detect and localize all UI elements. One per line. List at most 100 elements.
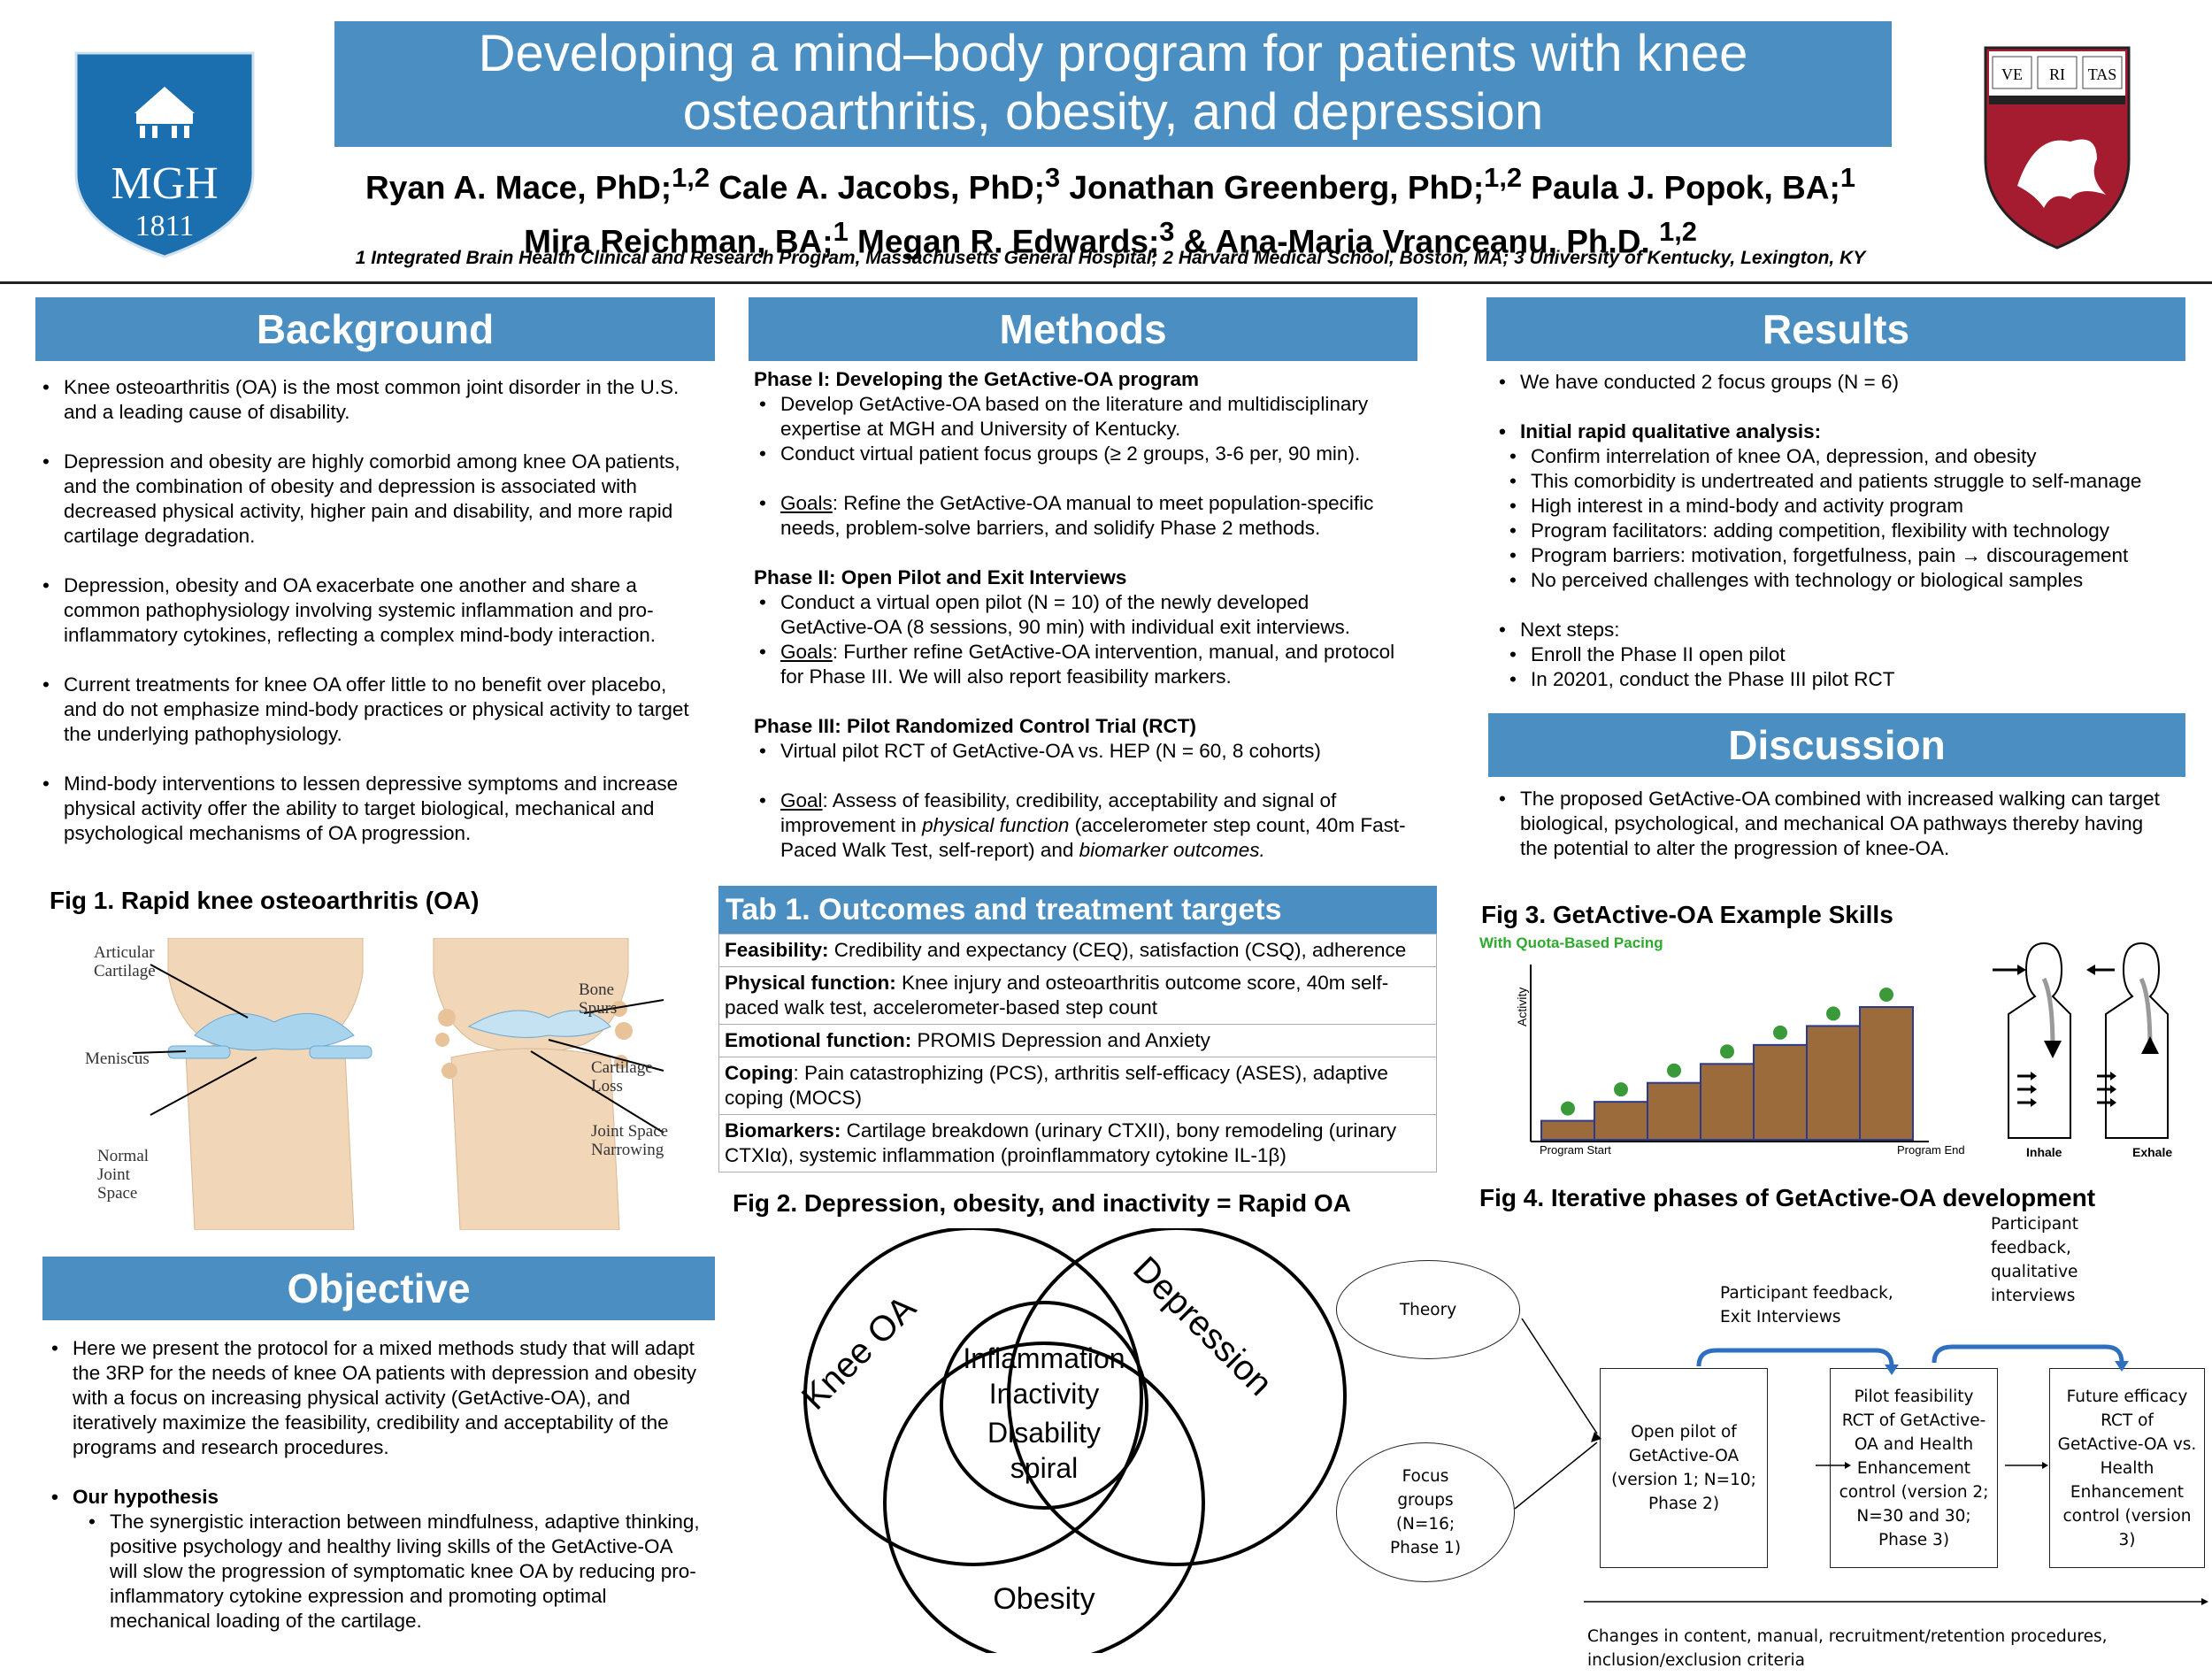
discussion-text: The proposed GetActive-OA combined with … — [1499, 787, 2166, 861]
phase1-goal: Goals: Refine the GetActive-OA manual to… — [759, 491, 1407, 541]
focus-groups-node: Focus groups (N=16; Phase 1) — [1336, 1442, 1515, 1582]
mgh-logo: MGH 1811 — [73, 50, 257, 260]
svg-text:MGH: MGH — [111, 158, 218, 209]
objective-text: Here we present the protocol for a mixed… — [51, 1336, 701, 1460]
methods-section: Phase I: Developing the GetActive-OA pro… — [754, 367, 1407, 863]
svg-text:TAS: TAS — [2088, 65, 2117, 83]
results-section: We have conducted 2 focus groups (N = 6)… — [1494, 370, 2184, 692]
chart-ylabel: Activity — [1515, 987, 1529, 1026]
background-bullet: Knee osteoarthritis (OA) is the most com… — [42, 375, 692, 425]
poster-title: Developing a mind–body program for patie… — [334, 21, 1892, 147]
feedback-label-1: Participant feedback, Exit Interviews — [1720, 1284, 1893, 1326]
chart-x-end: Program End — [1897, 1143, 1965, 1157]
objective-section: Here we present the protocol for a mixed… — [46, 1336, 701, 1634]
background-section: Knee osteoarthritis (OA) is the most com… — [37, 375, 692, 871]
feedback-label-2: Participant feedback, qualitative interv… — [1991, 1215, 2079, 1305]
pilot-rct-box: Pilot feasibility RCT of GetActive-OA an… — [1830, 1368, 1998, 1568]
svg-text:spiral: spiral — [1010, 1452, 1078, 1484]
exhale-label: Exhale — [2132, 1145, 2173, 1159]
fig3-title: Fig 3. GetActive-OA Example Skills — [1481, 901, 1893, 928]
inhale-label: Inhale — [2026, 1145, 2062, 1159]
phase1-title: Phase I: Developing the GetActive-OA pro… — [754, 368, 1200, 390]
results-sub-bullet: No perceived challenges with technology … — [1509, 568, 2184, 593]
hypothesis-label: Our hypothesis — [51, 1485, 701, 1510]
pacing-step — [1753, 1043, 1808, 1141]
fig4-title: Fig 4. Iterative phases of GetActive-OA … — [1479, 1184, 2096, 1211]
pacing-step — [1700, 1063, 1755, 1141]
header-divider — [0, 281, 2212, 284]
methods-heading: Methods — [749, 297, 1417, 361]
background-bullet: Current treatments for knee OA offer lit… — [42, 673, 692, 747]
open-pilot-box: Open pilot of GetActive-OA (version 1; N… — [1600, 1368, 1768, 1568]
phase3-goal: Goal: Assess of feasibility, credibility… — [759, 788, 1407, 863]
results-sub-bullet: This comorbidity is undertreated and pat… — [1509, 469, 2184, 494]
phase3-title: Phase III: Pilot Randomized Control Tria… — [754, 715, 1197, 737]
chart-x-start: Program Start — [1540, 1143, 1611, 1157]
svg-text:1811: 1811 — [135, 210, 195, 242]
pacing-step — [1594, 1101, 1648, 1141]
svg-text:RI: RI — [2049, 65, 2065, 83]
phase2-goal: Goals: Further refine GetActive-OA inter… — [759, 640, 1407, 689]
walker-figure-icon — [1879, 988, 1893, 1002]
table-row: Biomarkers: Cartilage breakdown (urinary… — [718, 1114, 1437, 1172]
walker-figure-icon — [1826, 1006, 1840, 1021]
table-row: Coping: Pain catastrophizing (PCS), arth… — [718, 1057, 1437, 1115]
walker-figure-icon — [1667, 1063, 1681, 1078]
results-sub-bullet: Confirm interrelation of knee OA, depres… — [1509, 444, 2184, 469]
svg-text:VE: VE — [2001, 65, 2023, 83]
breathing-illustration — [1991, 934, 2185, 1156]
label-normal-joint-space: Normal Joint Space — [97, 1147, 150, 1203]
walker-figure-icon — [1614, 1082, 1628, 1097]
svg-text:Obesity: Obesity — [993, 1582, 1094, 1616]
svg-text:Inactivity: Inactivity — [989, 1378, 1099, 1410]
label-bone-spurs: Bone Spurs — [579, 980, 618, 1018]
pacing-step — [1859, 1006, 1914, 1141]
next-step: In 20201, conduct the Phase III pilot RC… — [1509, 667, 2184, 692]
flow-arrows — [1327, 1318, 2212, 1628]
results-sub-bullet: High interest in a mind-body and activit… — [1509, 494, 2184, 519]
label-articular-cartilage: Articular Cartilage — [94, 943, 156, 980]
table-row: Feasibility: Credibility and expectancy … — [718, 934, 1437, 967]
svg-text:Disability: Disability — [987, 1417, 1101, 1449]
background-bullet: Depression, obesity and OA exacerbate on… — [42, 573, 692, 648]
walker-figure-icon — [1720, 1044, 1734, 1059]
table-title: Tab 1. Outcomes and treatment targets — [718, 886, 1437, 934]
hypothesis-text: The synergistic interaction between mind… — [88, 1510, 701, 1634]
venn-diagram: Knee OA Depression Obesity Inflammation … — [761, 1226, 1398, 1664]
label-cartilage-loss: Cartilage Loss — [591, 1058, 653, 1096]
svg-text:Inflammation: Inflammation — [963, 1342, 1125, 1374]
results-bullet: Initial rapid qualitative analysis: — [1499, 419, 2184, 444]
results-heading: Results — [1486, 297, 2185, 361]
affiliations: 1 Integrated Brain Health Clinical and R… — [355, 248, 1866, 268]
background-bullet: Depression and obesity are highly comorb… — [42, 450, 692, 549]
label-meniscus: Meniscus — [85, 1049, 150, 1068]
results-bullet: We have conducted 2 focus groups (N = 6) — [1499, 370, 2184, 395]
fig2-title: Fig 2. Depression, obesity, and inactivi… — [733, 1189, 1351, 1217]
fig1-title: Fig 1. Rapid knee osteoarthritis (OA) — [50, 887, 480, 914]
background-heading: Background — [35, 297, 715, 361]
pacing-step — [1540, 1119, 1595, 1141]
phase2-title: Phase II: Open Pilot and Exit Interviews — [754, 566, 1127, 588]
svg-text:Knee OA: Knee OA — [795, 1288, 924, 1418]
authors-line-1: Ryan A. Mace, PhD;1,2 Cale A. Jacobs, Ph… — [365, 162, 1855, 206]
objective-heading: Objective — [42, 1257, 715, 1320]
author-list: Ryan A. Mace, PhD;1,2 Cale A. Jacobs, Ph… — [212, 156, 2008, 265]
fig3-subtitle: With Quota-Based Pacing — [1479, 934, 1663, 951]
phase1-bullet: Develop GetActive-OA based on the litera… — [759, 392, 1407, 442]
pacing-step — [1647, 1081, 1701, 1141]
future-rct-box: Future efficacy RCT of GetActive-OA vs. … — [2049, 1368, 2205, 1568]
walker-figure-icon — [1773, 1025, 1787, 1040]
harvard-shield-logo: VE RI TAS — [1982, 44, 2132, 251]
phase1-bullet: Conduct virtual patient focus groups (≥ … — [759, 442, 1407, 466]
table-row: Emotional function: PROMIS Depression an… — [718, 1024, 1437, 1057]
knee-illustration — [53, 937, 690, 1231]
discussion-section: The proposed GetActive-OA combined with … — [1494, 787, 2166, 861]
flow-footnote: Changes in content, manual, recruitment/… — [1587, 1627, 2108, 1670]
phase3-bullet: Virtual pilot RCT of GetActive-OA vs. HE… — [759, 739, 1407, 764]
authors-line-2: Mira Reichman, BA;1 Megan R. Edwards;3 &… — [524, 216, 1697, 260]
outcomes-table: Tab 1. Outcomes and treatment targets Fe… — [718, 886, 1437, 1172]
label-joint-space-narrowing: Joint Space Narrowing — [591, 1122, 669, 1159]
pacing-chart — [1522, 956, 1938, 1159]
discussion-heading: Discussion — [1488, 713, 2185, 777]
pacing-step — [1806, 1025, 1861, 1141]
